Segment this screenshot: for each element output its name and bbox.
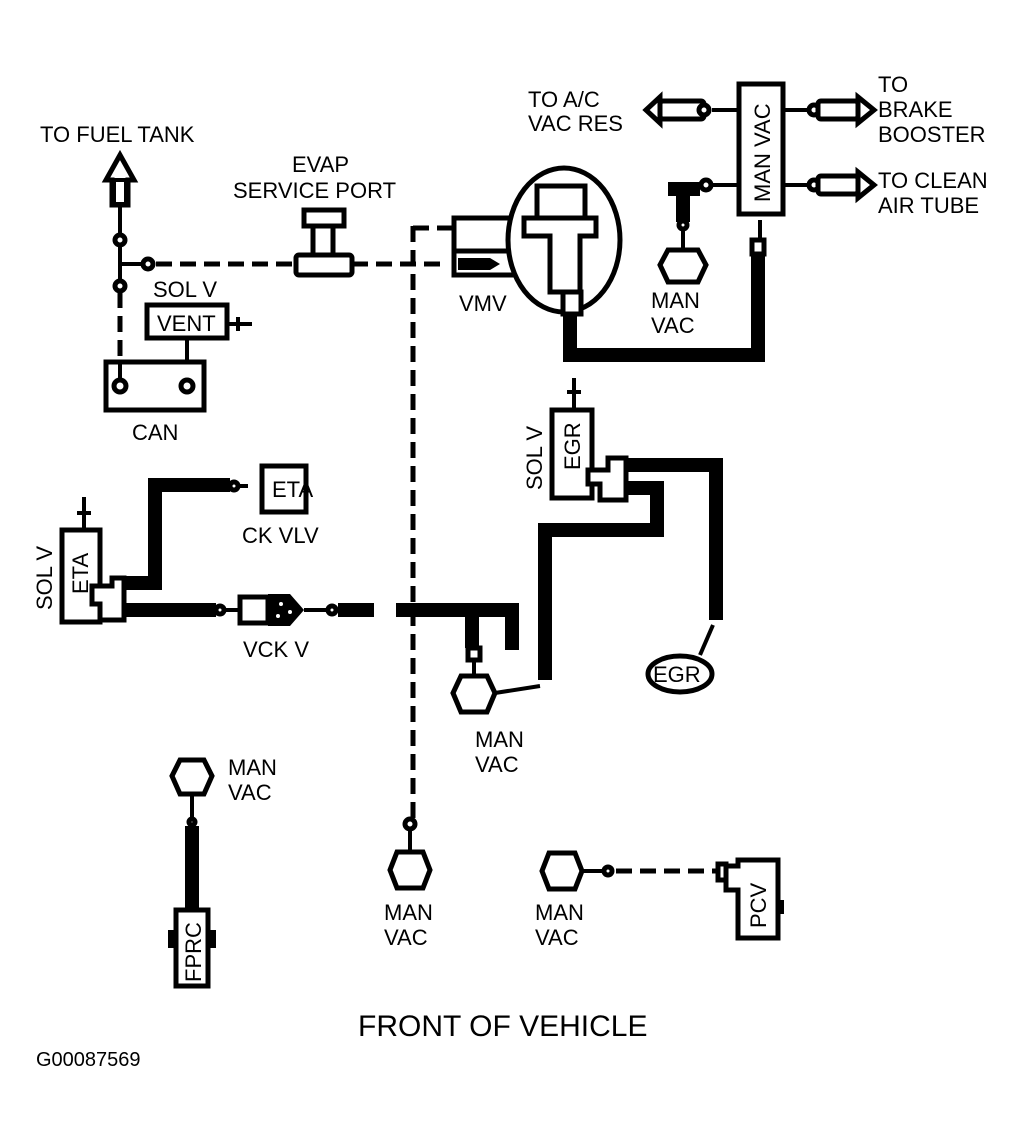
hose-connector xyxy=(112,232,128,248)
man-label: MAN xyxy=(384,900,433,925)
egr-solenoid-fitting xyxy=(585,455,629,503)
eta-check-valve-box xyxy=(259,463,309,515)
egr-valve-label: EGR xyxy=(653,662,701,687)
canister-port xyxy=(178,377,196,395)
vent-label: VENT xyxy=(157,311,216,336)
hose-connector xyxy=(112,278,128,294)
vmv-to-manifold-hose xyxy=(563,250,765,362)
eta-solenoid-fitting xyxy=(89,575,127,623)
vac-label: VAC xyxy=(651,313,695,338)
man-vac-port-hex-icon xyxy=(539,850,585,892)
man-label: MAN xyxy=(228,755,277,780)
fprc-label: FPRC xyxy=(181,922,206,982)
pcv-valve-box xyxy=(723,857,781,941)
vck-v-label: VCK V xyxy=(243,637,309,662)
to-fuel-tank-label: TO FUEL TANK xyxy=(40,122,195,147)
man-vac-port-hex-icon xyxy=(387,849,433,891)
vac-label: VAC xyxy=(228,780,272,805)
man-vac-port-hex-icon xyxy=(450,673,498,715)
man-vac-port-hex-icon xyxy=(169,757,215,797)
can-label: CAN xyxy=(132,420,178,445)
evap-service-port xyxy=(293,207,355,278)
hose-connector xyxy=(402,816,418,832)
evap-label-line2: SERVICE PORT xyxy=(233,178,396,203)
egr-solenoid-box xyxy=(549,407,595,501)
eta-solenoid-label: ETA xyxy=(68,553,93,594)
to-ac-label-line2: VAC RES xyxy=(528,111,623,136)
pcv-label: PCV xyxy=(746,882,771,928)
to-clean-label-line1: TO CLEAN xyxy=(878,168,988,193)
man-vac-port-hex-icon xyxy=(657,247,709,285)
to-brake-label-line3: BOOSTER xyxy=(878,122,986,147)
vac-label: VAC xyxy=(384,925,428,950)
canister-port xyxy=(111,377,129,395)
man-vac-block-label: MAN VAC xyxy=(750,103,775,202)
egr-valve xyxy=(645,653,715,695)
to-clean-label-line2: AIR TUBE xyxy=(878,193,979,218)
egr-sol-v-label: SOL V xyxy=(522,426,547,490)
to-ac-label-line1: TO A/C xyxy=(528,87,600,112)
to-brake-label-line1: TO xyxy=(878,72,908,97)
sol-v-vent-label: SOL V xyxy=(153,277,217,302)
hose-connector xyxy=(140,256,156,272)
vmv-label: VMV xyxy=(459,291,507,316)
ac-vac-res-arrow-icon xyxy=(642,91,712,129)
egr-solenoid-label: EGR xyxy=(560,422,585,470)
eta-solenoid-box xyxy=(59,527,103,625)
vck-valve xyxy=(237,594,304,626)
vac-label: VAC xyxy=(535,925,579,950)
egr-to-egr-valve-hose xyxy=(628,458,723,620)
vac-label: VAC xyxy=(475,752,519,777)
man-label: MAN xyxy=(651,288,700,313)
man-label: MAN xyxy=(475,727,524,752)
brake-booster-arrow-icon xyxy=(806,91,878,129)
to-brake-label-line2: BRAKE xyxy=(878,97,953,122)
front-of-vehicle-label: FRONT OF VEHICLE xyxy=(358,1010,647,1043)
eta-sol-v-label: SOL V xyxy=(32,546,57,610)
eta-check-valve-label: ETA xyxy=(272,477,313,502)
clean-air-tube-arrow-icon xyxy=(806,166,878,204)
egr-to-manifold-hose xyxy=(538,481,664,680)
man-label: MAN xyxy=(535,900,584,925)
vmv-valve xyxy=(451,165,623,317)
ck-vlv-label: CK VLV xyxy=(242,523,319,548)
man-vac-block xyxy=(736,81,786,217)
fuel-tank-arrow-icon xyxy=(101,149,139,208)
eta-to-ck-vlv-hose xyxy=(124,478,230,590)
elbow-fitting xyxy=(668,182,700,222)
evap-label-line1: EVAP xyxy=(292,152,349,177)
figure-code: G00087569 xyxy=(36,1049,141,1071)
